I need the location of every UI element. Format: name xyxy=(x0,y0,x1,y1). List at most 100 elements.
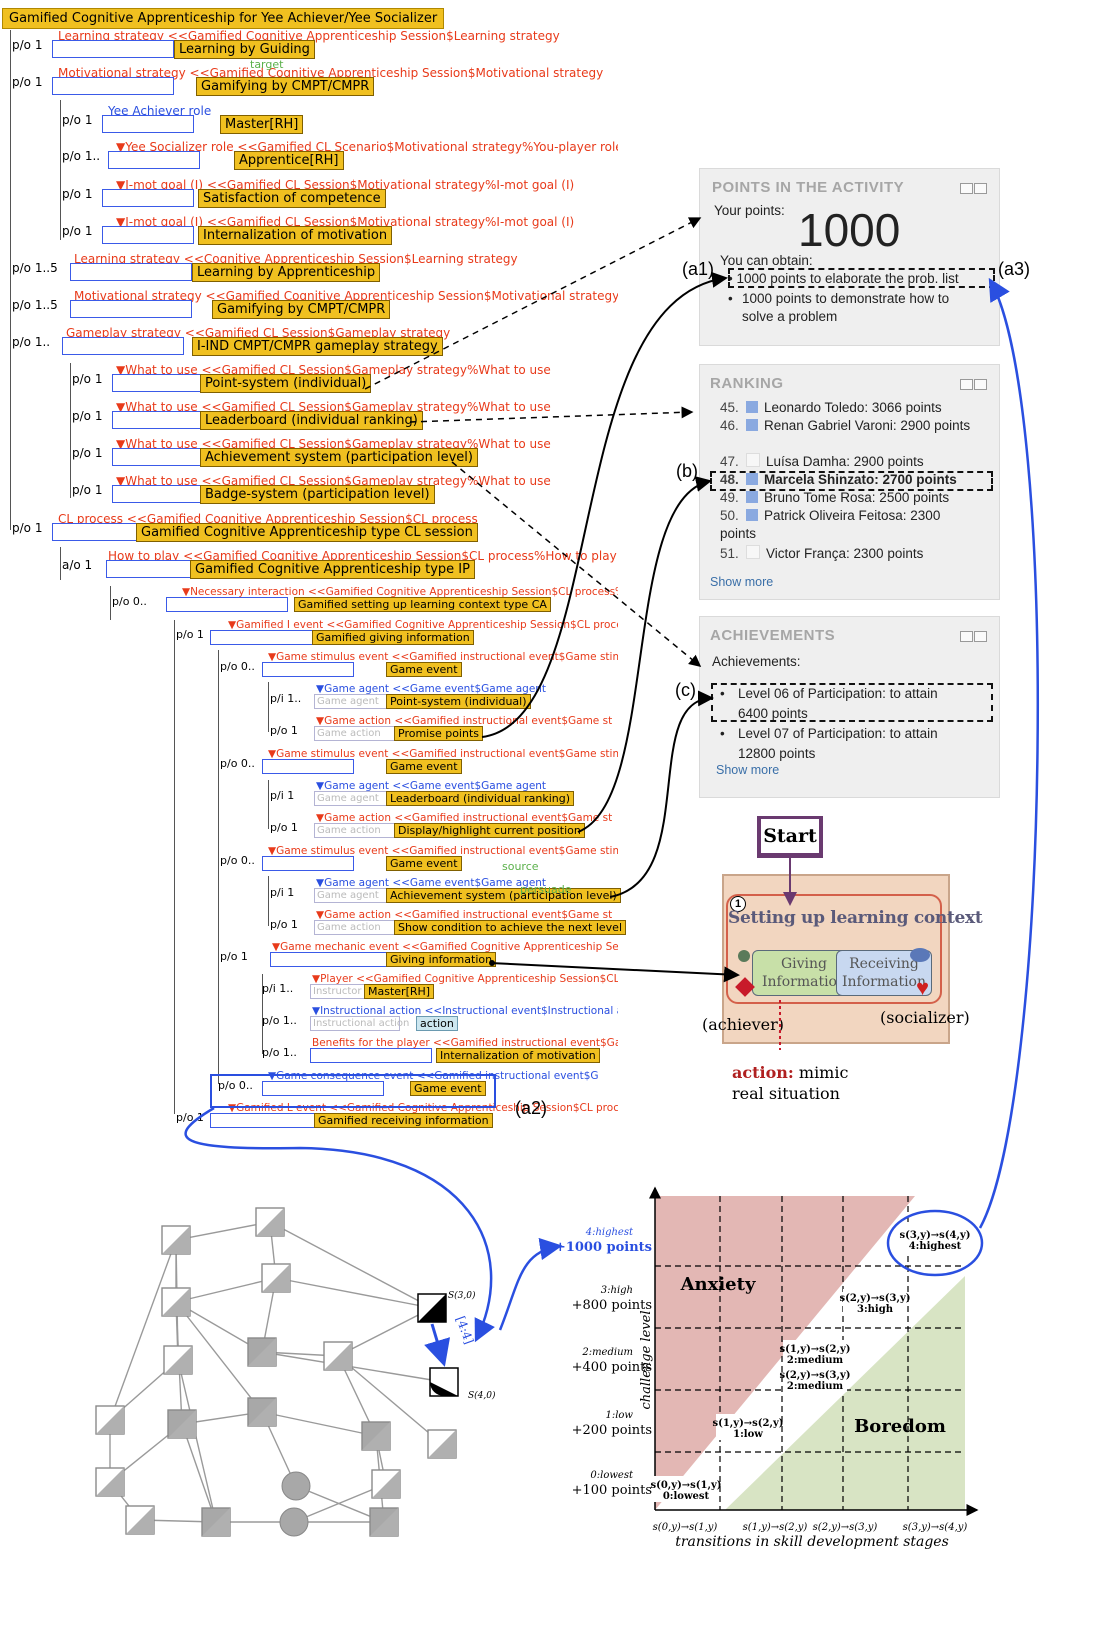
dock-icon[interactable] xyxy=(974,183,987,194)
edge-4-4 xyxy=(424,1323,451,1367)
multiplicity-label: a/o 1 xyxy=(62,558,93,572)
dock-icon[interactable] xyxy=(974,631,987,642)
achievement-item-2-text: Level 07 of Participation: to attain 128… xyxy=(738,726,938,761)
tree-node-label[interactable]: Gamified Cognitive Apprenticeship type C… xyxy=(136,523,478,542)
x-axis-label: transitions in skill development stages xyxy=(675,1534,949,1550)
tree-node-label[interactable]: Gamifying by CMPT/CMPR xyxy=(212,300,391,319)
multiplicity-label: p/i 1 xyxy=(270,789,295,802)
tree-node-label[interactable]: Point-system (individual) xyxy=(386,694,531,709)
tree-node-label[interactable]: Display/highlight current position xyxy=(394,823,585,838)
tree-node-empty xyxy=(262,856,354,871)
arrow-giving-information xyxy=(489,962,740,983)
tree-connector xyxy=(60,547,61,580)
reference-label: ▼Gamified I event <<Gamified Cognitive A… xyxy=(228,619,618,631)
tree-node-label[interactable]: Achievement system (participation level) xyxy=(200,448,478,467)
rank-name[interactable]: Marcela Shinzato: 2700 points xyxy=(764,472,957,487)
reference-label: Learning strategy <<Gamified Cognitive A… xyxy=(58,29,560,43)
tree-node-label[interactable]: Gamified setting up learning context typ… xyxy=(294,597,551,612)
reference-label: ▼Game mechanic event <<Gamified Cognitiv… xyxy=(272,941,618,953)
multiplicity-label: p/o 0.. xyxy=(112,595,147,608)
tree-node-label[interactable]: Point-system (individual) xyxy=(200,374,372,393)
tree-node-label[interactable]: Gamified giving information xyxy=(312,630,474,645)
reference-label: ▼I-mot goal (I) <<Gamified CL Session$Mo… xyxy=(116,215,575,229)
tree-node-label[interactable]: Leaderboard (individual ranking) xyxy=(200,411,423,430)
label-edge-4-4: [4:4] xyxy=(453,1314,476,1346)
tree-node-label[interactable]: Learning by Guiding xyxy=(174,40,315,59)
tree-node-label[interactable]: Game event xyxy=(386,662,462,677)
y-points-label: +1000 points xyxy=(555,1240,652,1255)
rank-number: 45. xyxy=(720,400,739,415)
dock-icon[interactable] xyxy=(974,379,987,390)
ranking-show-more-link[interactable]: Show more xyxy=(710,575,774,589)
rank-name[interactable]: Luísa Damha: 2900 points xyxy=(766,454,924,469)
achievements-show-more-link[interactable]: Show more xyxy=(716,763,780,777)
tree-node-label[interactable]: Internalization of motivation xyxy=(436,1048,600,1063)
tree-node-label[interactable]: Gamified receiving information xyxy=(314,1113,493,1128)
tree-connector xyxy=(218,650,219,1084)
collapse-icon[interactable] xyxy=(960,183,973,194)
dashed-arrow-achievements xyxy=(451,461,702,667)
tree-connector xyxy=(10,30,11,530)
tree-node-empty: Game action xyxy=(314,726,414,741)
cell-level: 2:medium xyxy=(787,1381,844,1392)
tree-node-empty xyxy=(102,115,194,133)
tree-node-label[interactable]: action xyxy=(416,1016,458,1031)
rank-name[interactable]: Bruno Tome Rosa: 2500 points xyxy=(764,490,950,505)
graph-node-fill xyxy=(324,1342,352,1370)
collapse-icon[interactable] xyxy=(960,379,973,390)
tree-node-label[interactable]: Gamifying by CMPT/CMPR xyxy=(196,77,375,96)
reference-label: CL process <<Gamified Cognitive Apprenti… xyxy=(58,512,478,526)
tree-node-label[interactable]: Master[RH] xyxy=(220,115,304,134)
avatar-icon xyxy=(746,473,758,485)
tree-node-label[interactable]: Game event xyxy=(386,759,462,774)
tree-node-label[interactable]: Master[RH] xyxy=(364,984,435,999)
reference-label: ▼What to use <<Gamified CL Session$Gamep… xyxy=(116,400,551,414)
reference-label: ▼What to use <<Gamified CL Session$Gamep… xyxy=(116,474,551,488)
y-level-label: 1:low xyxy=(605,1410,633,1421)
rank-name[interactable]: Leonardo Toledo: 3066 points xyxy=(764,400,942,415)
tree-node-label[interactable]: Learning by Apprenticeship xyxy=(192,263,381,282)
achievement-item-1: •Level 06 of Participation: to attain 64… xyxy=(720,684,970,724)
rank-name[interactable]: Patrick Oliveira Feitosa: 2300 points xyxy=(720,508,941,541)
tree-node-label[interactable]: Giving information xyxy=(386,952,497,967)
tree-node-empty xyxy=(52,40,174,58)
y-level-label: 3:high xyxy=(601,1285,633,1296)
multiplicity-label: p/o 0.. xyxy=(220,757,255,770)
multiplicity-label: p/i 1 xyxy=(270,886,295,899)
callout-a3: (a3) xyxy=(998,259,1031,279)
graph-node-fill xyxy=(262,1264,290,1292)
multiplicity-label: p/o 1 xyxy=(72,446,103,460)
socializer-heart-icon: ♥ xyxy=(916,975,930,1000)
learning-context-box: 1 Setting up learning context Giving Inf… xyxy=(722,874,983,1044)
rank-number: 46. xyxy=(720,418,739,433)
tree-node-label[interactable]: Leaderboard (individual ranking) xyxy=(386,791,575,806)
tree-node-label[interactable]: Achievement system (participation level) xyxy=(386,888,621,903)
tree-node-label[interactable]: Show condition to achieve the next level xyxy=(394,920,627,935)
tree-node-label[interactable]: Badge-system (participation level) xyxy=(200,485,435,504)
tree-node-label[interactable]: Game event xyxy=(386,856,462,871)
graph-node xyxy=(279,1507,309,1537)
rank-name[interactable]: Renan Gabriel Varoni: 2900 points xyxy=(764,418,971,433)
tree-node-label[interactable]: I-IND CMPT/CMPR gameplay strategy xyxy=(192,337,443,356)
tree-node-label[interactable]: Internalization of motivation xyxy=(198,226,393,245)
tree-node-label[interactable]: Satisfaction of competence xyxy=(198,189,386,208)
reference-label: Learning strategy <<Cognitive Apprentice… xyxy=(74,252,518,266)
can-obtain-label: You can obtain: xyxy=(720,253,813,268)
multiplicity-label: p/i 1.. xyxy=(262,982,294,995)
graph-edge xyxy=(292,1483,387,1524)
avatar-icon xyxy=(746,509,758,521)
socializer-people-icon xyxy=(910,948,930,962)
tree-node-label[interactable]: Gamified Cognitive Apprenticeship type I… xyxy=(190,560,475,579)
cell-bg xyxy=(783,1340,847,1366)
cell-transition: s(0,y)→s(1,y) xyxy=(650,1480,721,1491)
tree-node-label[interactable]: Apprentice[RH] xyxy=(234,151,344,170)
graph-edge xyxy=(261,1411,378,1440)
tree-node-label[interactable]: Promise points xyxy=(394,726,484,741)
reference-label: ▼Game stimulus event <<Gamified instruct… xyxy=(268,748,618,760)
rank-name[interactable]: Victor França: 2300 points xyxy=(766,546,924,561)
tree-node-label[interactable]: Game event xyxy=(410,1081,486,1096)
collapse-icon[interactable] xyxy=(960,631,973,642)
your-points-value: 1000 xyxy=(798,204,901,256)
achiever-person-icon xyxy=(738,950,750,962)
graph-edge xyxy=(261,1351,446,1386)
